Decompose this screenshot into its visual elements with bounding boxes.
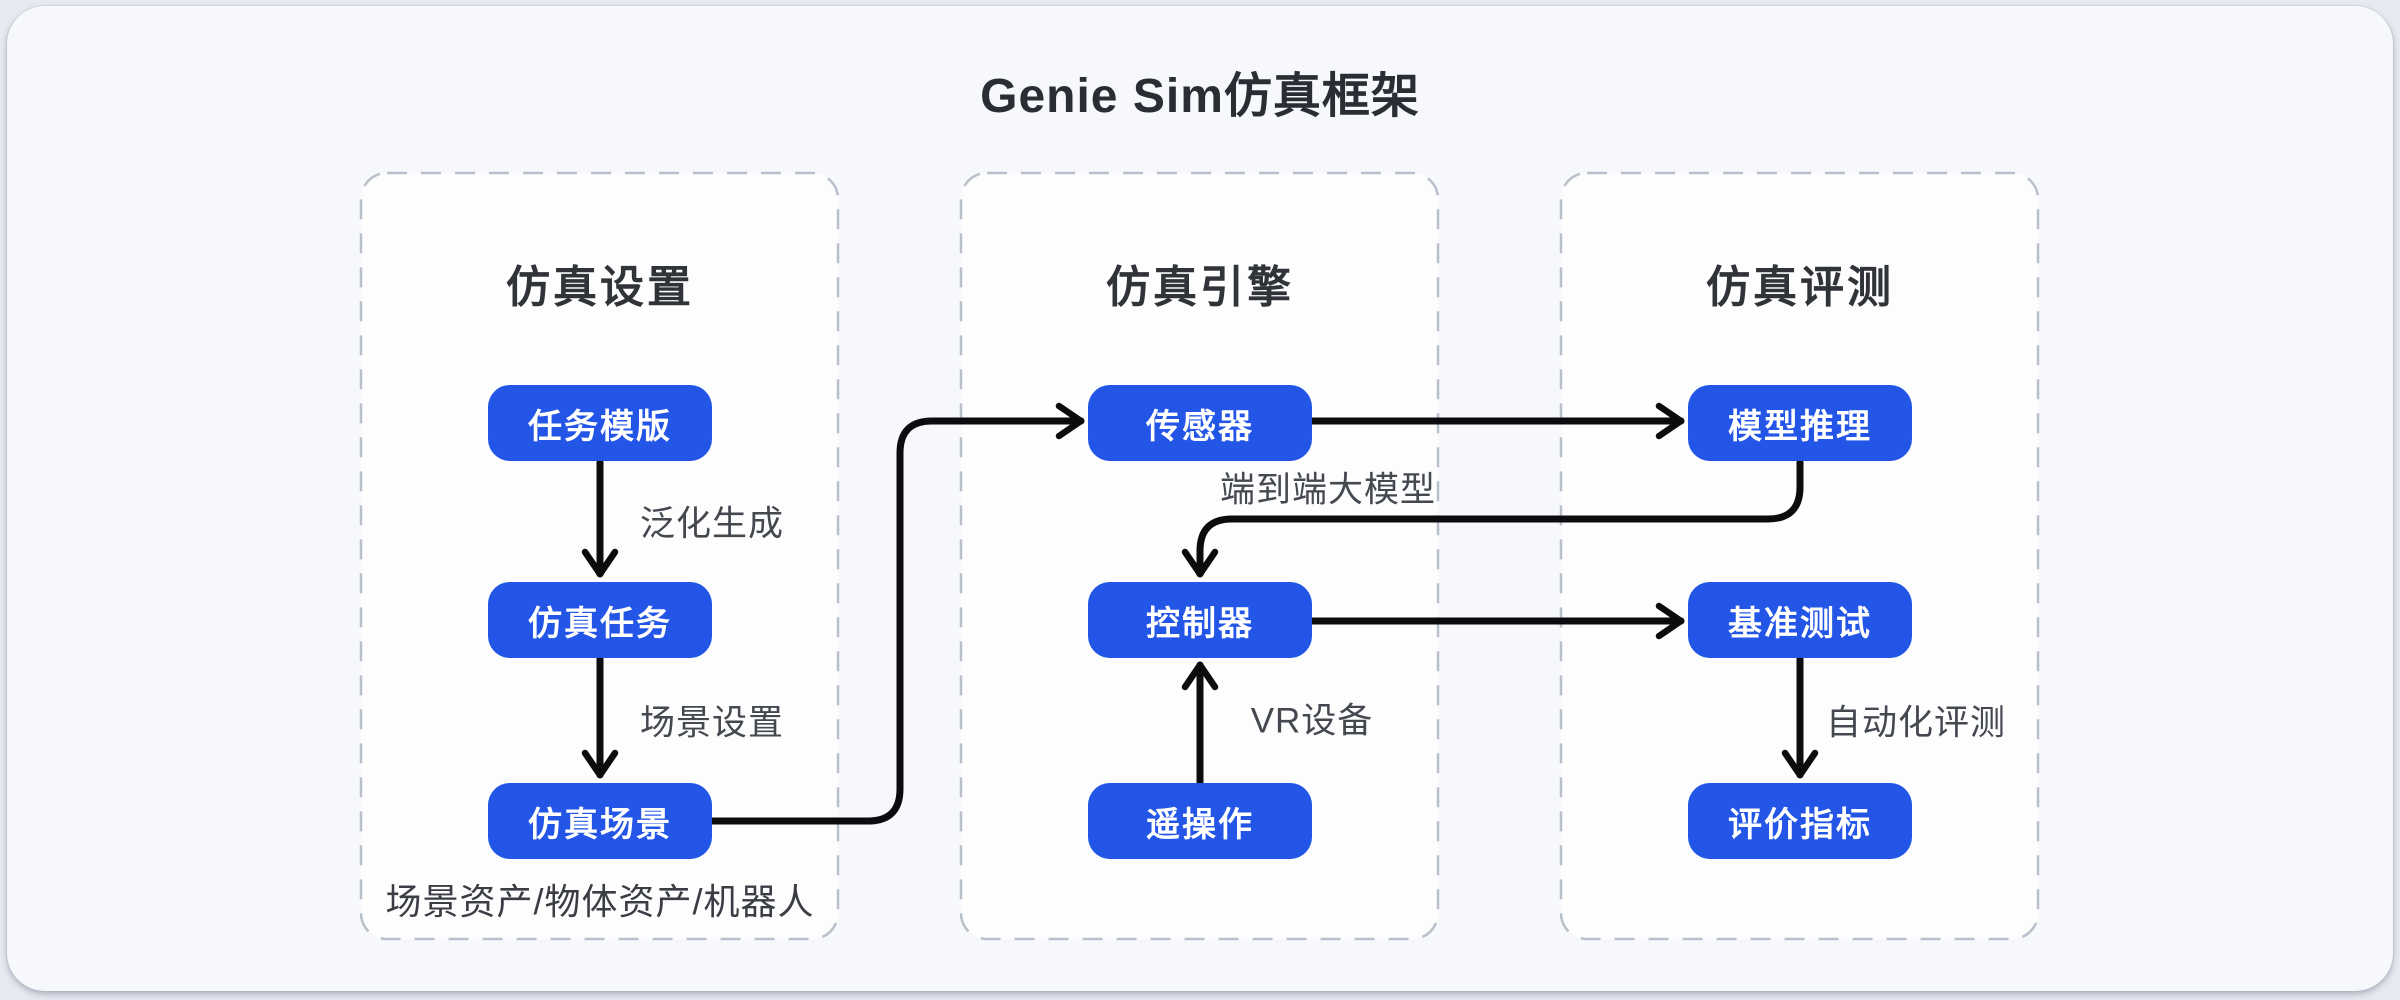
edge-label-generalization: 泛化生成 <box>639 504 785 544</box>
edge-label-vr-device: VR设备 <box>1250 701 1374 741</box>
node-sensor: 传感器 <box>1088 385 1312 461</box>
node-model-inference: 模型推理 <box>1688 385 1912 461</box>
node-metrics: 评价指标 <box>1688 783 1912 859</box>
edge-label-e2e-model: 端到端大模型 <box>1219 470 1437 510</box>
panel-heading-setup: 仿真设置 <box>506 263 694 312</box>
node-sim-scene: 仿真场景 <box>488 783 712 859</box>
node-benchmark: 基准测试 <box>1688 582 1912 658</box>
node-task-template: 任务模版 <box>488 385 712 461</box>
panel-heading-engine: 仿真引擎 <box>1106 263 1294 312</box>
edge-sim-scene-to-sensor <box>709 402 1085 825</box>
node-controller: 控制器 <box>1088 582 1312 658</box>
node-sim-task: 仿真任务 <box>488 582 712 658</box>
node-teleop: 遥操作 <box>1088 783 1312 859</box>
panel-box-eval <box>1559 171 2040 941</box>
setup-assets-footnote: 场景资产/物体资产/机器人 <box>385 881 815 922</box>
panel-heading-eval: 仿真评测 <box>1706 263 1894 312</box>
edge-label-scene-setup: 场景设置 <box>639 703 785 743</box>
diagram-title: Genie Sim仿真框架 <box>980 70 1420 123</box>
edge-label-auto-eval: 自动化评测 <box>1825 703 2007 743</box>
edge-model-inference-to-controller <box>1181 458 1804 578</box>
